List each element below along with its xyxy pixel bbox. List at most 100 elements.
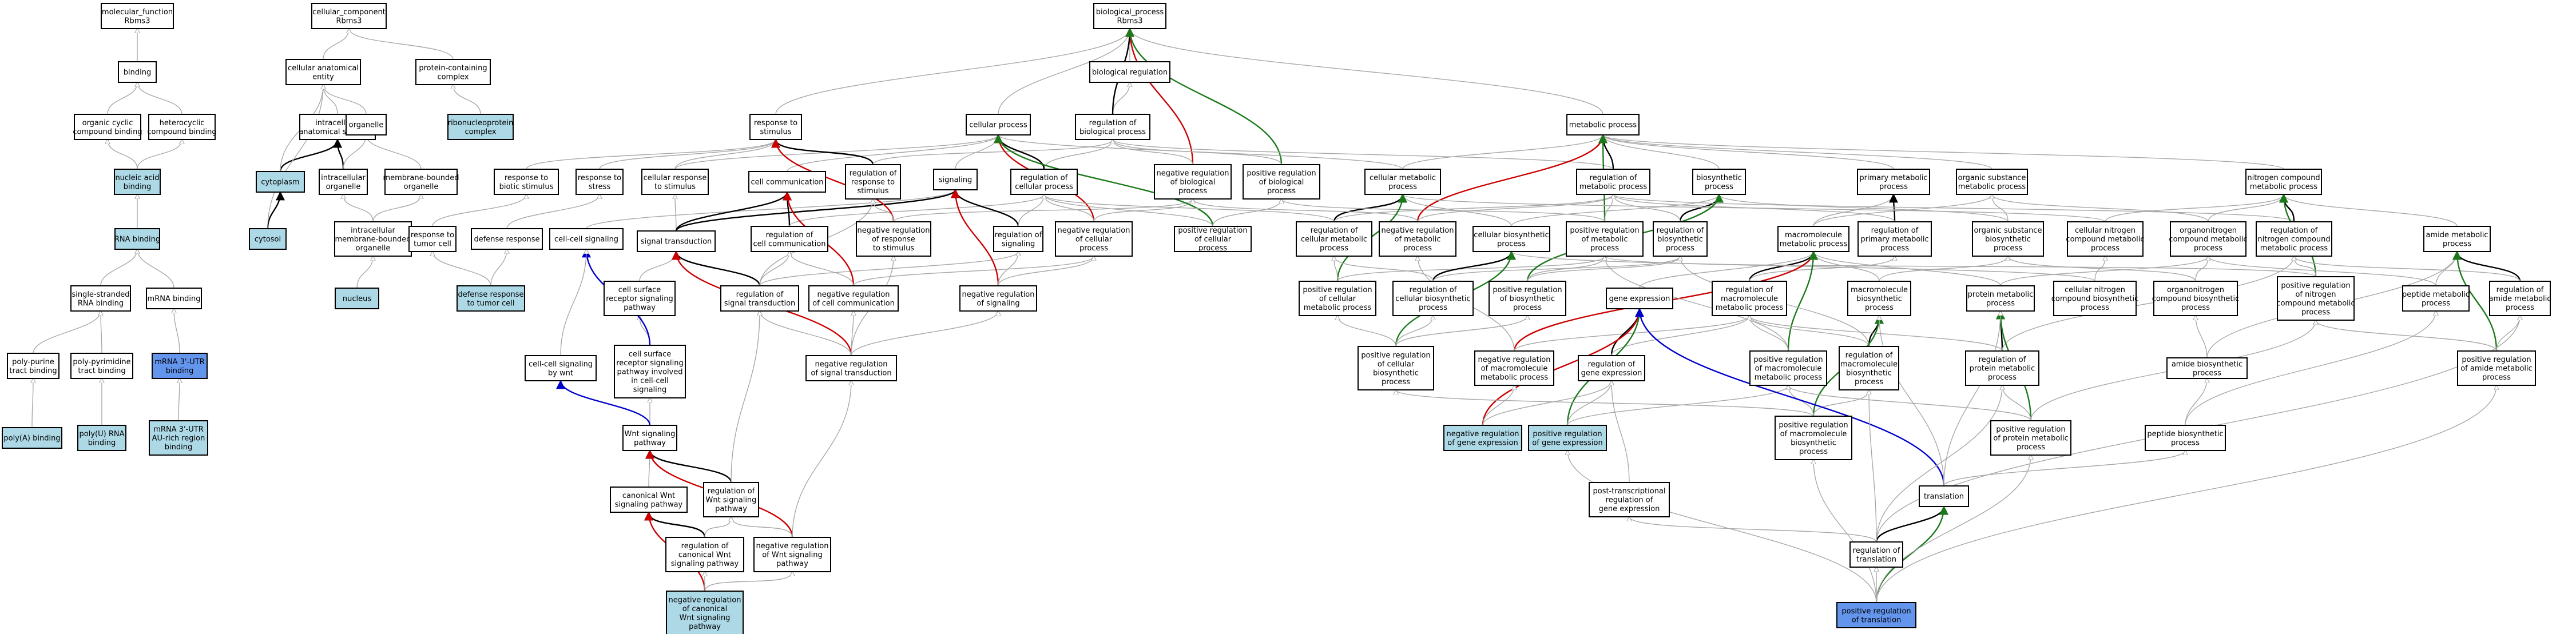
term-node-defense-response[interactable]: defense response bbox=[471, 228, 543, 250]
term-node-cell-communication[interactable]: cell communication bbox=[748, 171, 826, 193]
term-node-signaling[interactable]: signaling bbox=[933, 169, 978, 190]
term-node-translation[interactable]: translation bbox=[1919, 485, 1969, 507]
term-node-rna-binding[interactable]: RNA binding bbox=[114, 228, 160, 250]
term-node-mrna-binding[interactable]: mRNA binding bbox=[146, 288, 202, 309]
term-node-cytosol[interactable]: cytosol bbox=[249, 228, 287, 250]
term-node-gene-expression[interactable]: gene expression bbox=[1606, 288, 1673, 309]
term-node-nucleus[interactable]: nucleus bbox=[335, 288, 379, 309]
term-node-binding[interactable]: binding bbox=[118, 61, 157, 83]
term-node-organelle[interactable]: organelle bbox=[346, 114, 387, 135]
term-node-cellular-process[interactable]: cellular process bbox=[966, 114, 1031, 135]
term-node-biological-regulation[interactable]: biological regulation bbox=[1089, 61, 1170, 83]
term-node-polya[interactable]: poly(A) binding bbox=[2, 427, 62, 449]
